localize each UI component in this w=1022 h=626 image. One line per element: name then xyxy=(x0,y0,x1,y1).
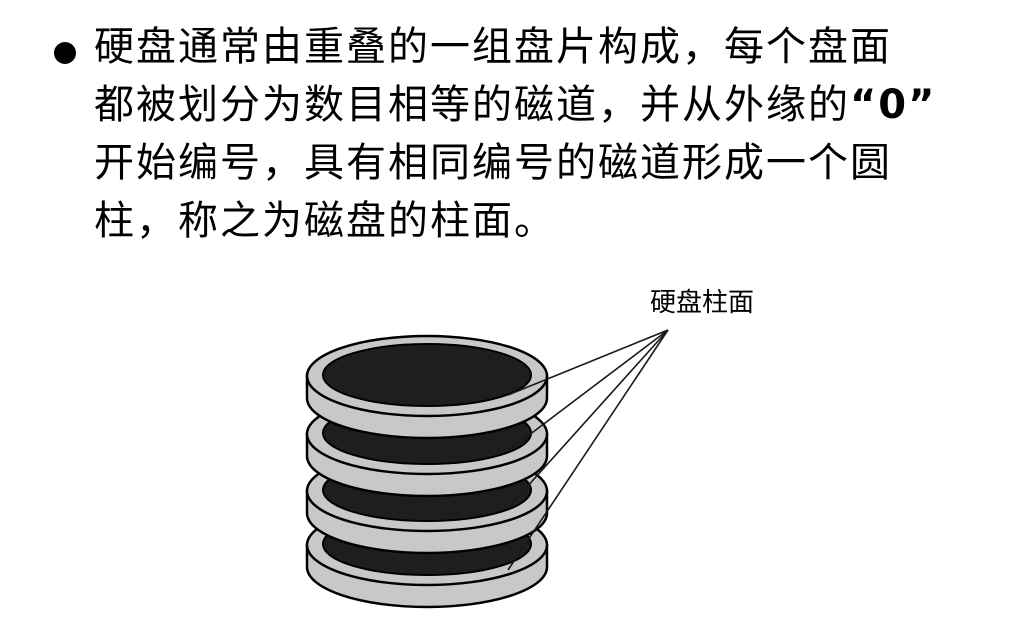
diagram-caption: 硬盘柱面 xyxy=(650,288,755,318)
leader-line-3 xyxy=(507,329,669,509)
platter-1 xyxy=(305,334,549,440)
paragraph-line-2: 都被划分为数目相等的磁道，并从外缘的“0” xyxy=(94,76,1019,134)
paragraph-text: 硬盘通常由重叠的一组盘片构成，每个盘面 都被划分为数目相等的磁道，并从外缘的“0… xyxy=(94,18,1019,250)
paragraph-line-4: 柱，称之为磁盘的柱面。 xyxy=(94,198,556,244)
quoted-zero: “0” xyxy=(850,82,937,128)
bullet-dot-icon xyxy=(54,42,76,64)
leader-lines xyxy=(507,329,669,571)
leader-line-2 xyxy=(507,329,669,452)
paragraph-line-3: 开始编号，具有相同编号的磁道形成一个圆 xyxy=(94,140,892,186)
paragraph-line-2-text: 都被划分为数目相等的磁道，并从外缘的 xyxy=(94,82,850,128)
leader-line-4 xyxy=(507,329,669,571)
paragraph-line-1: 硬盘通常由重叠的一组盘片构成，每个盘面 xyxy=(94,24,892,70)
platter-surface xyxy=(322,343,532,407)
leader-line-1 xyxy=(507,329,669,396)
platter-stack xyxy=(305,334,549,609)
